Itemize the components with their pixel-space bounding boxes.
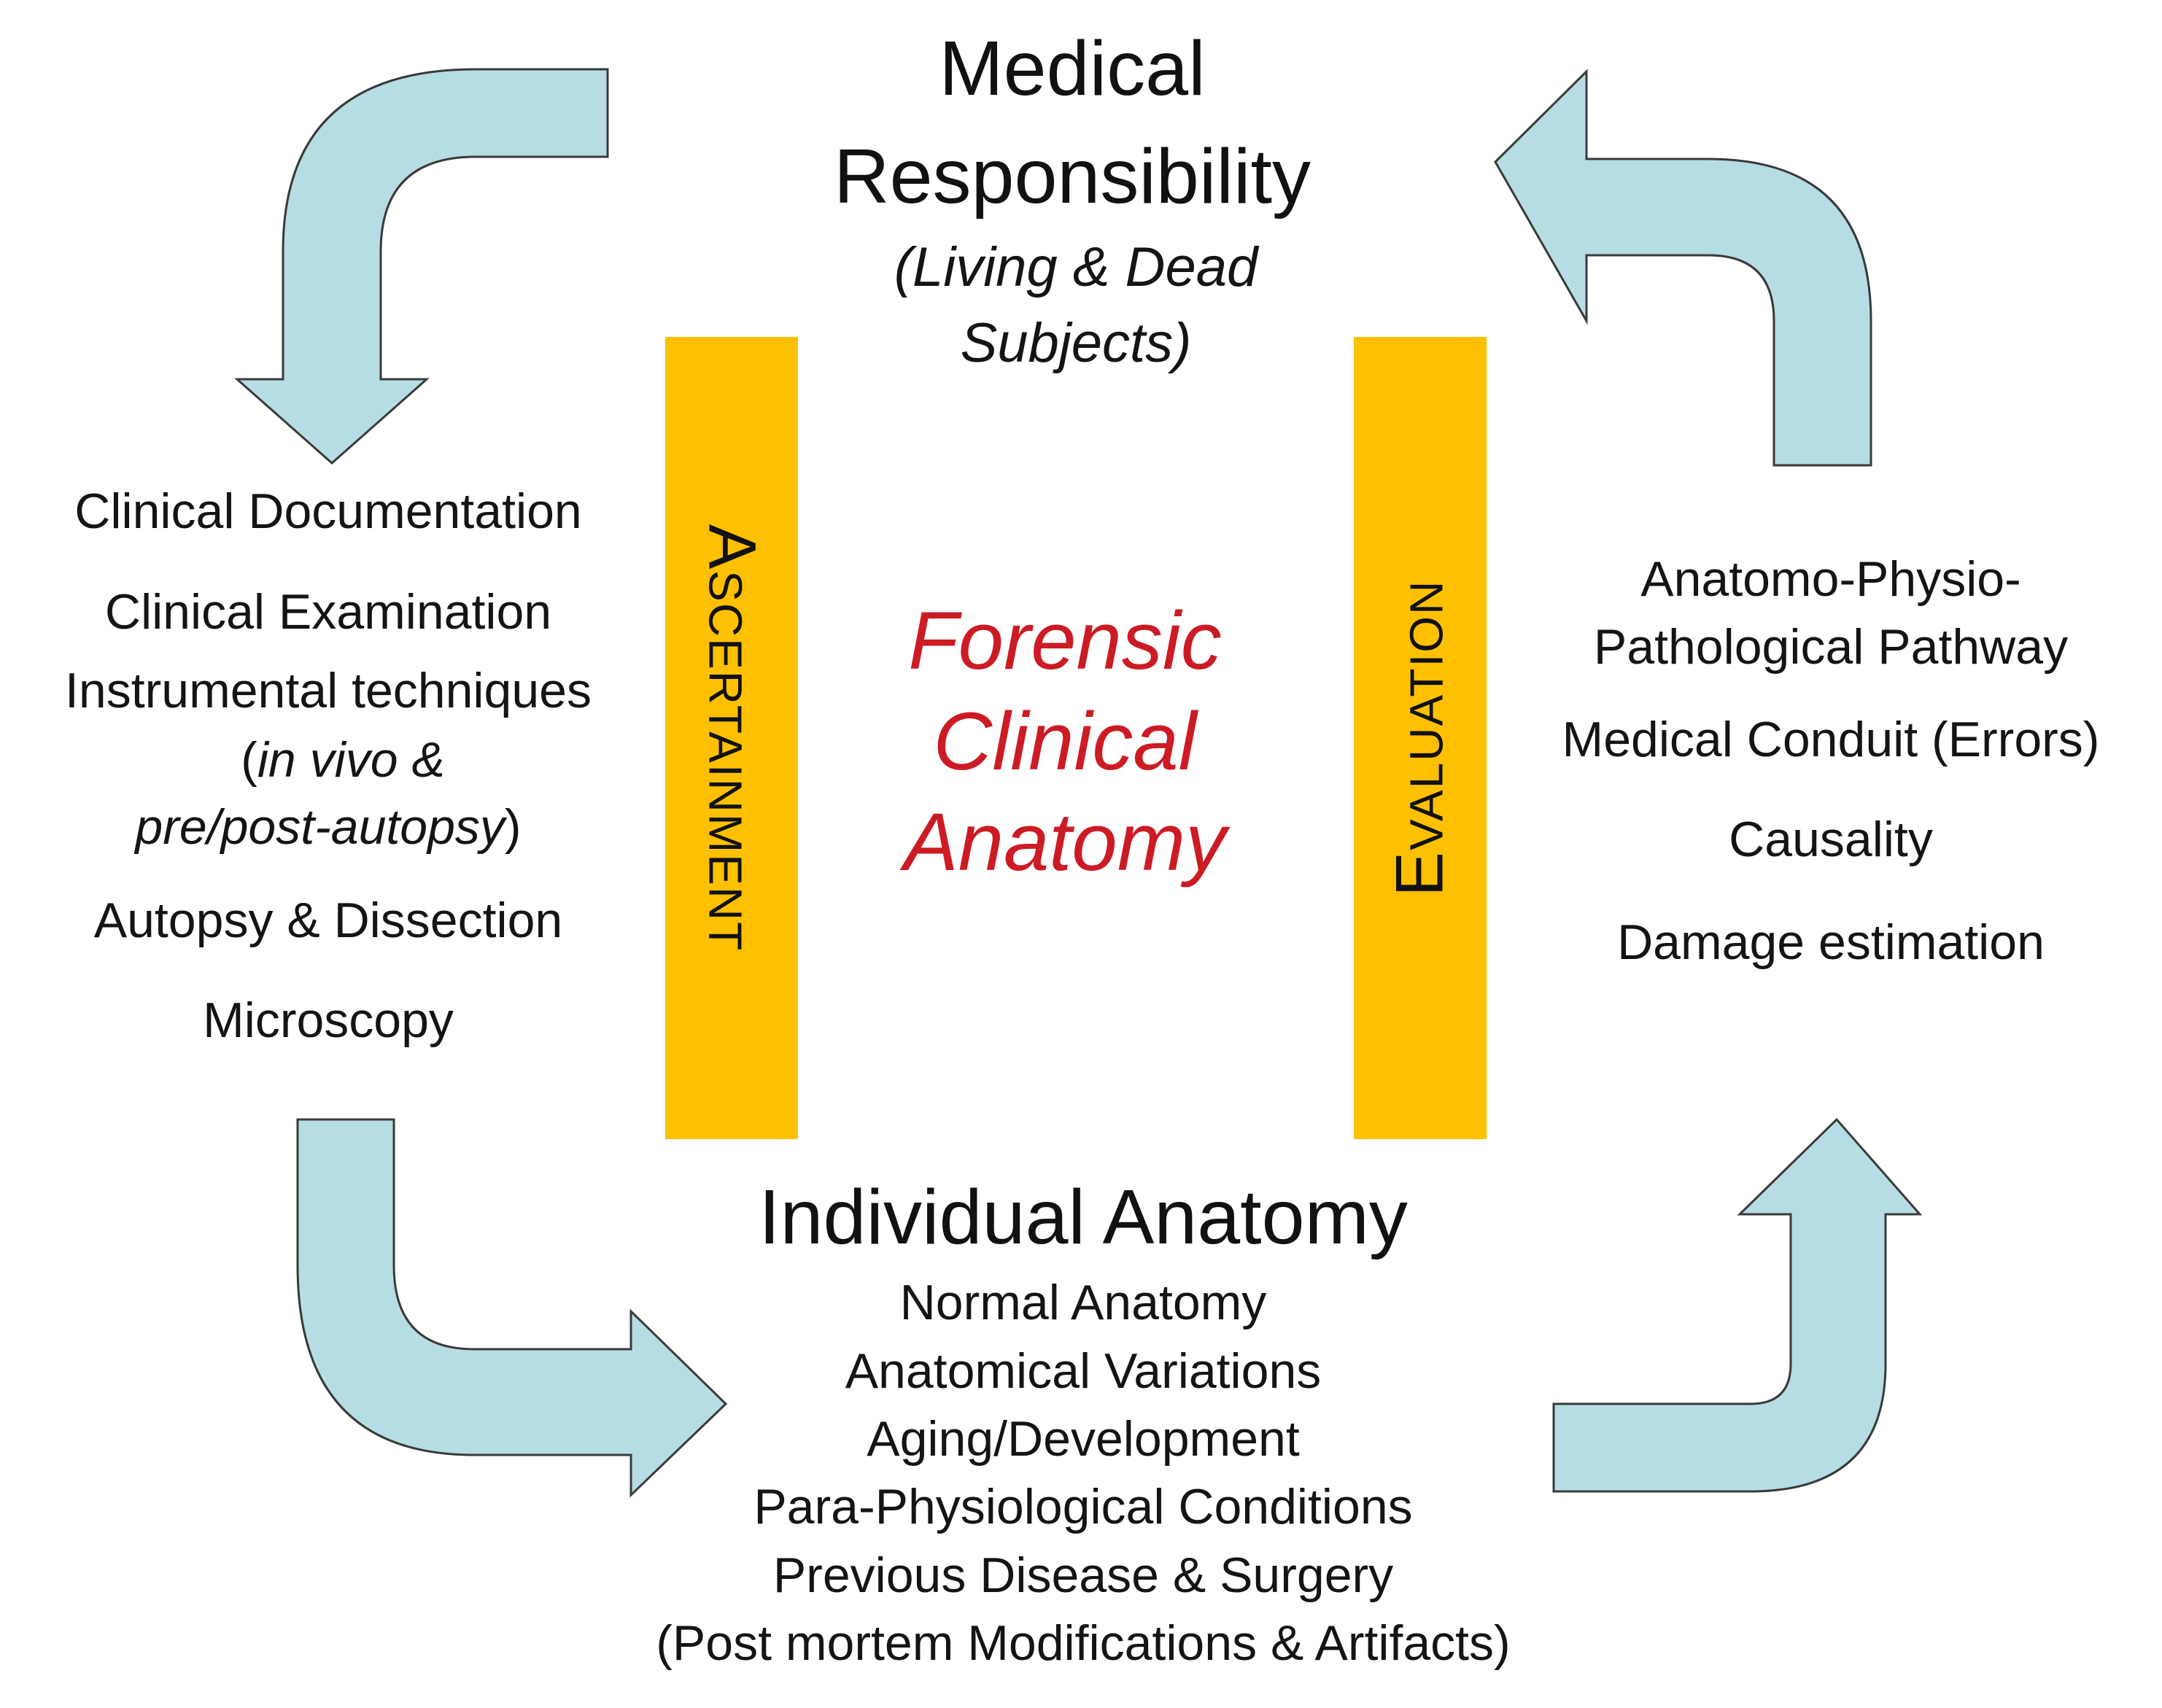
right-item-pathological-pathway: Pathological Pathway (1593, 619, 2069, 675)
open-paren: ( (241, 732, 257, 788)
title-line-2: Responsibility (834, 133, 1311, 220)
title-line-1: Medical (939, 26, 1206, 112)
individual-anatomy-title: Individual Anatomy (759, 1174, 1408, 1260)
left-item-in-vivo: (in vivo & (88, 735, 598, 785)
arrow-bottom-right-up (1552, 1117, 1923, 1493)
subtitle-line-2: Subjects) (960, 312, 1192, 374)
bottom-item-para-physiological: Para-Physiological Conditions (753, 1479, 1413, 1534)
ascertainment-label: Ascertainment (694, 524, 770, 952)
subtitle-line-1: (Living & Dead (894, 236, 1258, 298)
left-item-pre-post-autopsy: pre/post-autopsy) (15, 802, 642, 852)
left-item-instrumental-techniques: Instrumental techniques (65, 663, 592, 718)
right-item-damage-estimation: Damage estimation (1617, 915, 2045, 970)
arrow-top-right-left (1494, 69, 1872, 467)
close-paren: ) (504, 799, 522, 855)
left-item-clinical-examination: Clinical Examination (104, 584, 552, 640)
left-item-microscopy: Microscopy (203, 993, 454, 1048)
ascertainment-bar: Ascertainment (665, 337, 798, 1139)
forensic-clinical-anatomy-title: Forensic Clinical Anatomy (817, 591, 1313, 893)
center-line-1: Forensic (908, 595, 1222, 686)
right-item-medical-conduit: Medical Conduit (Errors) (1562, 712, 2100, 767)
medical-responsibility-subtitle: (Living & Dead Subjects) (788, 230, 1364, 381)
in-vivo-text: in vivo & (257, 732, 445, 788)
right-item-anatomo-physio: Anatomo-Physio- (1640, 551, 2021, 607)
arrow-top-left-down (234, 68, 609, 465)
left-item-clinical-documentation: Clinical Documentation (74, 484, 582, 539)
medical-responsibility-title: Medical Responsibility (715, 15, 1430, 230)
bottom-item-normal-anatomy: Normal Anatomy (899, 1275, 1267, 1330)
bottom-item-previous-disease: Previous Disease & Surgery (772, 1548, 1394, 1603)
bottom-item-post-mortem: (Post mortem Modifications & Artifacts) (656, 1615, 1511, 1671)
evaluation-bar: Evaluation (1354, 337, 1487, 1139)
bottom-item-aging-development: Aging/Development (867, 1411, 1300, 1467)
center-line-3: Anatomy (904, 796, 1226, 888)
arrow-bottom-left-right (296, 1118, 728, 1498)
center-line-2: Clinical (933, 696, 1197, 787)
right-item-causality: Causality (1729, 812, 1933, 867)
bottom-item-anatomical-variations: Anatomical Variations (845, 1343, 1322, 1399)
pre-post-autopsy-text: pre/post-autopsy (135, 799, 505, 855)
evaluation-label: Evaluation (1382, 579, 1457, 897)
left-item-autopsy-dissection: Autopsy & Dissection (93, 893, 563, 948)
